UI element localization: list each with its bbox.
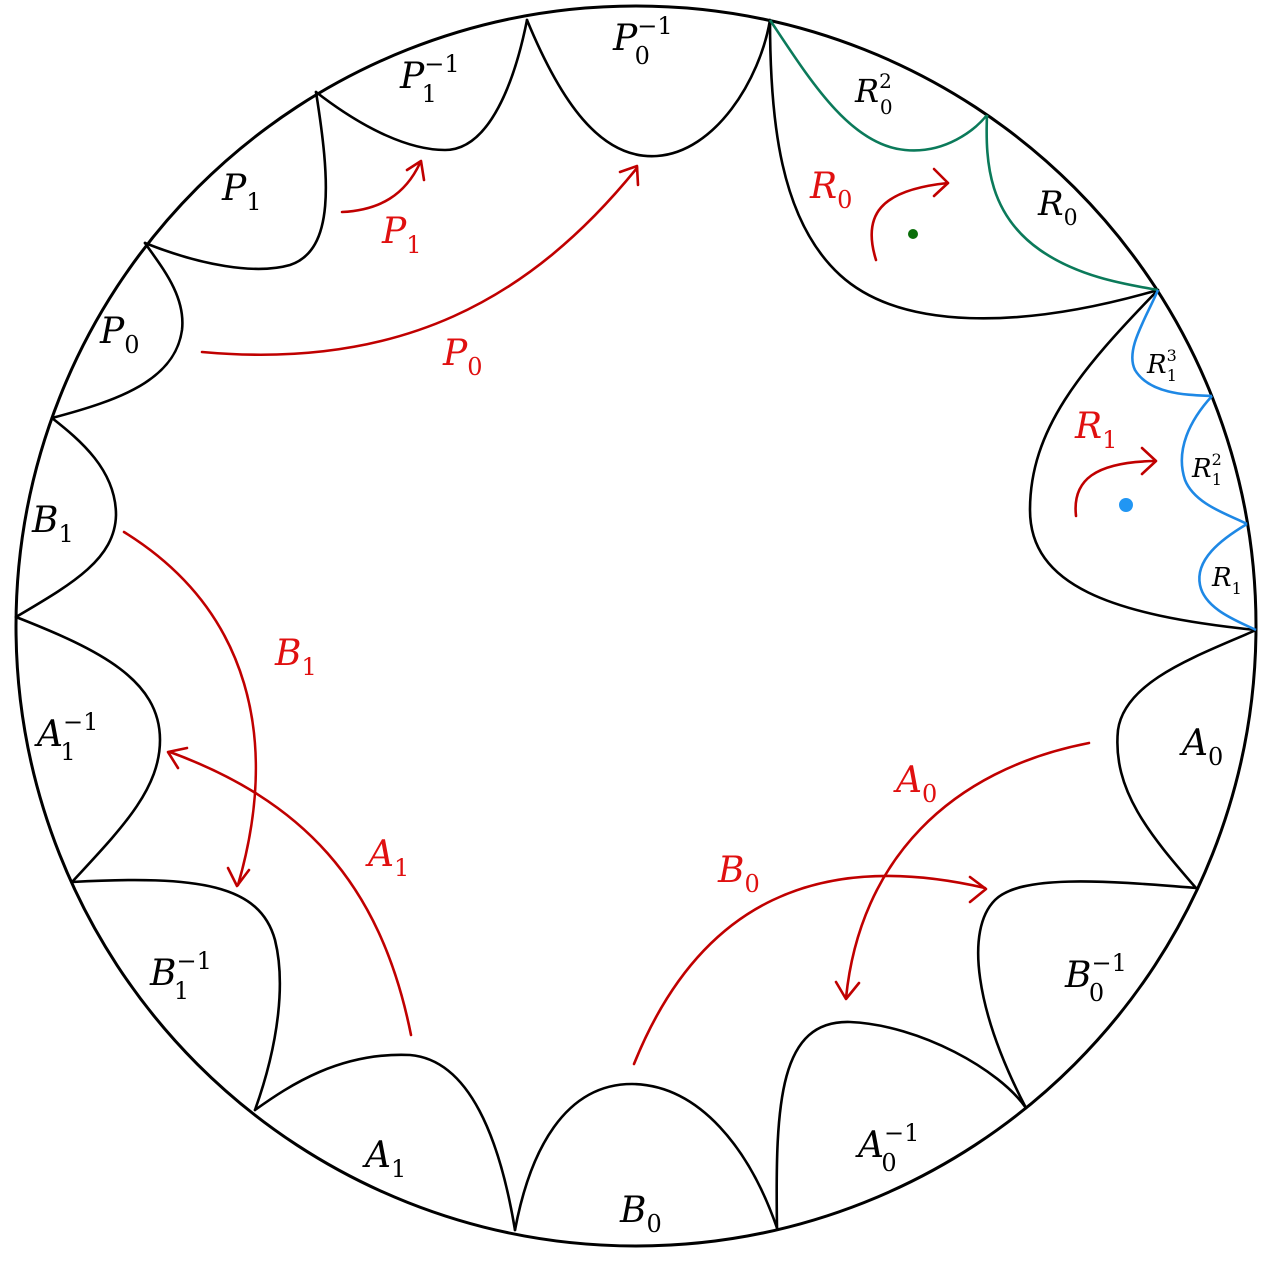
edge-p0-inv <box>525 18 772 158</box>
arrow-r1 <box>1074 459 1157 518</box>
arrowhead-a0 <box>834 980 861 1001</box>
edge-r0-cusp <box>768 18 1160 320</box>
arrowhead-p0 <box>618 164 640 187</box>
edge-a1 <box>253 1053 517 1232</box>
arrow-label-b0: B0 <box>717 850 760 898</box>
label-b1: B1 <box>31 500 74 548</box>
edge-b1-inv <box>70 878 282 1112</box>
r0-fixed-point <box>908 229 918 239</box>
label-p1: P1 <box>221 168 262 216</box>
arrow-b1 <box>122 530 258 887</box>
edge-a1-inv <box>14 615 162 884</box>
polygon-edges <box>14 18 1258 1232</box>
label-p0: P0 <box>99 311 140 359</box>
edge-p1 <box>143 90 328 271</box>
arrow-label-r0: R0 <box>809 166 852 214</box>
arrow-label-p0: P0 <box>442 333 483 381</box>
arrowhead-r1 <box>1140 446 1158 476</box>
arrow-p0 <box>200 166 639 357</box>
arrow-p1 <box>340 161 422 214</box>
arrow-label-p1: P1 <box>381 211 422 259</box>
arrow-r0 <box>870 181 950 262</box>
edge-r1-cusp <box>1028 288 1258 632</box>
arrow-b0 <box>632 874 987 1066</box>
r1-fixed-point <box>1119 498 1133 512</box>
arrow-label-b1: B1 <box>274 633 317 681</box>
edge-b1 <box>14 416 118 619</box>
edge-a0 <box>1116 628 1258 890</box>
label-a1: A1 <box>362 1135 406 1183</box>
label-r1: R1 <box>1211 563 1242 598</box>
r1-orbit-edges <box>1131 289 1257 632</box>
pairing-arrows <box>122 159 1158 1066</box>
edge-b0-inv <box>976 880 1198 1110</box>
arrowhead-b0 <box>968 875 988 904</box>
edge-r1-squared <box>1180 395 1248 526</box>
arrowhead-p1 <box>405 159 426 182</box>
arrowhead-a1 <box>166 746 189 770</box>
edge-p1-inv <box>314 18 529 152</box>
boundary-circle <box>14 4 1258 1248</box>
label-a0: A0 <box>1179 723 1223 771</box>
edge-b0 <box>513 1082 779 1232</box>
r0-orbit-edges <box>768 19 1159 292</box>
edge-r1 <box>1198 522 1257 632</box>
arrowhead-r0 <box>932 167 950 198</box>
label-r0: R0 <box>1037 184 1078 231</box>
edge-r0-squared <box>768 19 989 152</box>
arrow-label-r1: R1 <box>1074 406 1117 454</box>
arrow-labels: P1 P0 R0 R1 B1 A1 B0 A0 <box>274 166 1117 898</box>
label-b0: B0 <box>619 1190 662 1238</box>
edge-r1-cubed <box>1131 289 1213 398</box>
arrowhead-b1 <box>226 866 251 888</box>
edge-a0-inv <box>775 1020 1028 1230</box>
arrow-a1 <box>168 750 413 1037</box>
arrow-label-a0: A0 <box>893 760 937 808</box>
arrow-label-a1: A1 <box>365 834 409 882</box>
edge-p0 <box>50 241 184 420</box>
edge-r0 <box>985 114 1159 292</box>
arrow-a0 <box>844 741 1091 1000</box>
